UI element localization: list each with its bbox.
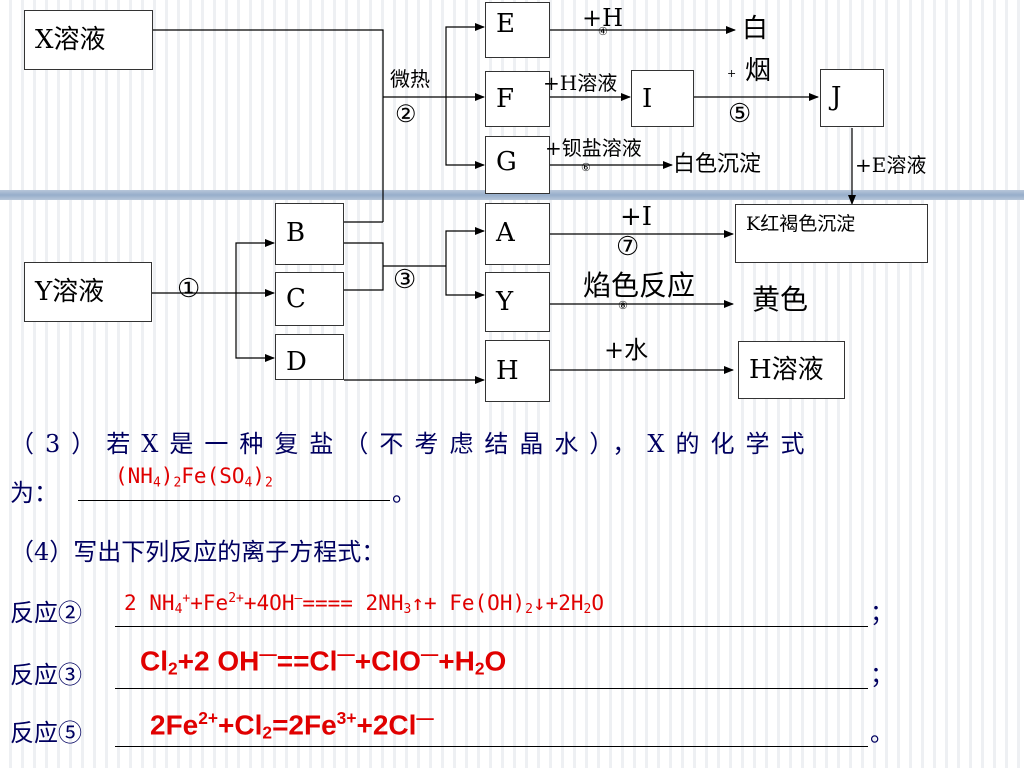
to-b-line	[235, 239, 275, 293]
c-to-merge-line	[344, 266, 384, 291]
plus-i-label: +I	[620, 202, 653, 232]
reaction-5-period: 。	[870, 719, 894, 747]
to-d-line	[235, 293, 275, 362]
step5-label: ⑤	[728, 99, 752, 129]
yellow-label: 黄色	[752, 283, 809, 316]
reaction-3-answer: Cl2+2 OH—==Cl—+ClO—+H2O	[140, 644, 507, 679]
plus-h-solution-label: +H溶液	[543, 71, 618, 95]
reaction-2-blank	[115, 626, 868, 627]
heat-label: 微热	[390, 67, 430, 91]
step4-label: ④	[598, 25, 608, 38]
white-smoke-label-1: 白	[742, 14, 769, 44]
step1-label: ①	[177, 274, 201, 304]
reaction-2-semicolon: ；	[870, 599, 894, 627]
to-y-line	[445, 266, 485, 299]
e-box: E	[485, 2, 550, 58]
x-solution-box: X溶液	[24, 10, 153, 70]
h-solution-text: H溶液	[749, 355, 824, 385]
divider-band	[0, 190, 1024, 200]
q3-answer-blank	[78, 500, 390, 501]
reaction-3-semicolon: ；	[870, 661, 894, 689]
question-3-line1: （3）若X是一种复盐（不考虑结晶水），X的化学式	[10, 430, 816, 458]
d-box: D	[275, 334, 344, 380]
c-box: C	[275, 272, 344, 326]
i-text: I	[642, 83, 653, 114]
h-text: H	[496, 356, 519, 386]
b-text: B	[286, 218, 306, 248]
white-smoke-label-2: 烟	[745, 56, 772, 86]
a-text: A	[496, 218, 515, 248]
plus-barium-label: +钡盐溶液	[545, 136, 642, 160]
k-precipitate-box: K红褐色沉淀	[735, 204, 928, 263]
c-text: C	[286, 284, 306, 314]
to-g-line	[445, 97, 485, 169]
k-precipitate-text: K红褐色沉淀	[746, 213, 856, 235]
y-text: Y	[496, 287, 514, 317]
plus-e-solution-label: +E溶液	[855, 153, 927, 177]
b-to-merge-line	[344, 242, 384, 266]
j-text: J	[831, 82, 842, 112]
reaction-5-answer: 2Fe2++Cl2=2Fe3++2Cl—	[150, 708, 434, 743]
y-box: Y	[485, 272, 550, 332]
f-box: F	[485, 71, 550, 127]
plus-h-label: +H	[582, 4, 624, 32]
reaction-5-prefix: 反应⑤	[10, 719, 82, 747]
x-to-trunk-line	[153, 29, 384, 222]
g-box: G	[485, 136, 550, 194]
reaction-5-blank	[115, 746, 868, 747]
h-solution-box: H溶液	[738, 341, 845, 399]
flame-test-label: 焰色反应	[583, 269, 696, 302]
j-box: J	[820, 69, 884, 127]
a-box: A	[485, 203, 550, 265]
to-a-line	[445, 227, 485, 266]
reaction-2-prefix: 反应②	[10, 599, 82, 627]
y-solution-text: Y溶液	[35, 277, 105, 307]
step6-label: ⑥	[581, 161, 591, 174]
i-box: I	[631, 70, 694, 127]
reaction-3-prefix: 反应③	[10, 661, 82, 689]
question-3-suffix: 。	[392, 479, 416, 507]
step8-label: ⑧	[618, 299, 628, 312]
reaction-3-blank	[115, 688, 868, 689]
step2-label: ②	[395, 100, 417, 128]
g-text: G	[496, 147, 517, 177]
to-e-line	[445, 23, 485, 97]
h-box: H	[485, 340, 550, 402]
d-text: D	[286, 347, 307, 377]
white-precipitate-label: 白色沉淀	[673, 152, 762, 177]
e-text: E	[496, 9, 515, 39]
question-4-title: （4）写出下列反应的离子方程式：	[10, 538, 386, 566]
b-box: B	[275, 203, 344, 265]
question-3-prefix: 为：	[10, 479, 58, 507]
small-plus-label: +	[727, 67, 737, 80]
plus-water-label: +水	[604, 336, 649, 364]
reaction-2-answer: 2 NH4++Fe2++4OH—==== 2NH3↑+ Fe(OH)2↓+2H2…	[124, 590, 605, 618]
f-text: F	[496, 84, 515, 114]
step7-label: ⑦	[616, 232, 640, 262]
q3-answer: (NH4)2Fe(SO4)2	[115, 464, 273, 491]
x-solution-text: X溶液	[35, 25, 106, 55]
y-solution-box: Y溶液	[24, 262, 152, 322]
step3-label: ③	[393, 265, 417, 295]
